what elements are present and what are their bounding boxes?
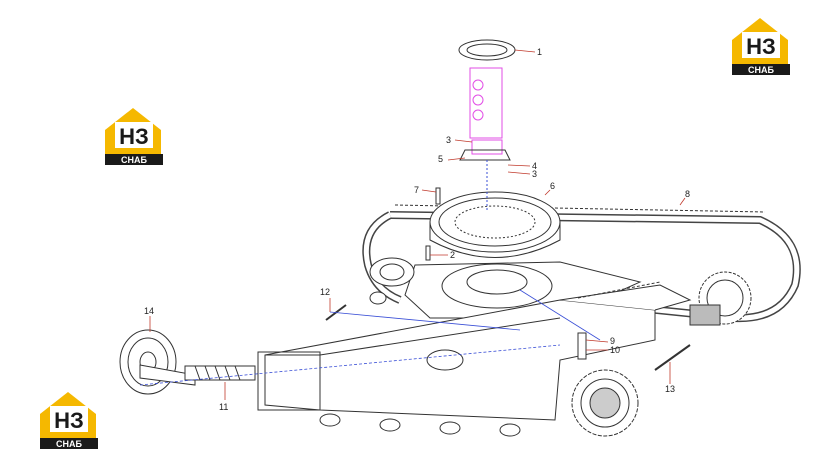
logo-bottom-left: НЗ СНАБ xyxy=(40,392,98,449)
callout-3a: 3 xyxy=(446,135,451,145)
svg-text:СНАБ: СНАБ xyxy=(121,155,147,165)
logo-mid-left: НЗ СНАБ xyxy=(105,108,163,165)
callout-12: 12 xyxy=(320,287,330,297)
callout-4: 4 xyxy=(532,161,537,171)
track-rollers xyxy=(319,349,521,437)
frame-idler xyxy=(369,257,415,305)
callout-9: 9 xyxy=(610,336,615,346)
svg-text:СНАБ: СНАБ xyxy=(56,439,82,449)
callouts: 1 2 3 3 4 5 6 7 8 9 10 11 12 13 14 xyxy=(144,47,690,412)
small-parts xyxy=(325,187,691,371)
logo-top-right: НЗ СНАБ xyxy=(732,18,790,75)
callout-10: 10 xyxy=(610,345,620,355)
callout-1: 1 xyxy=(537,47,542,57)
track-belt xyxy=(362,204,801,323)
tension-spring xyxy=(184,365,256,381)
callout-7: 7 xyxy=(414,185,419,195)
callout-14: 14 xyxy=(144,306,154,316)
slewing-ring xyxy=(429,191,561,258)
svg-text:НЗ: НЗ xyxy=(746,34,776,59)
leader-lines xyxy=(139,49,686,400)
svg-text:НЗ: НЗ xyxy=(119,124,149,149)
callout-5: 5 xyxy=(438,154,443,164)
callout-13: 13 xyxy=(665,384,675,394)
drive-sprocket-rear xyxy=(689,271,752,326)
callout-8: 8 xyxy=(685,189,690,199)
callout-3b: 3 xyxy=(532,169,537,179)
callout-2: 2 xyxy=(450,250,455,260)
idler-wheel xyxy=(119,329,196,395)
svg-text:НЗ: НЗ xyxy=(54,408,84,433)
center-joint-assembly xyxy=(458,39,516,210)
callout-6: 6 xyxy=(550,181,555,191)
svg-text:СНАБ: СНАБ xyxy=(748,65,774,75)
callout-11: 11 xyxy=(219,402,228,412)
drive-sprocket-front xyxy=(571,369,639,437)
